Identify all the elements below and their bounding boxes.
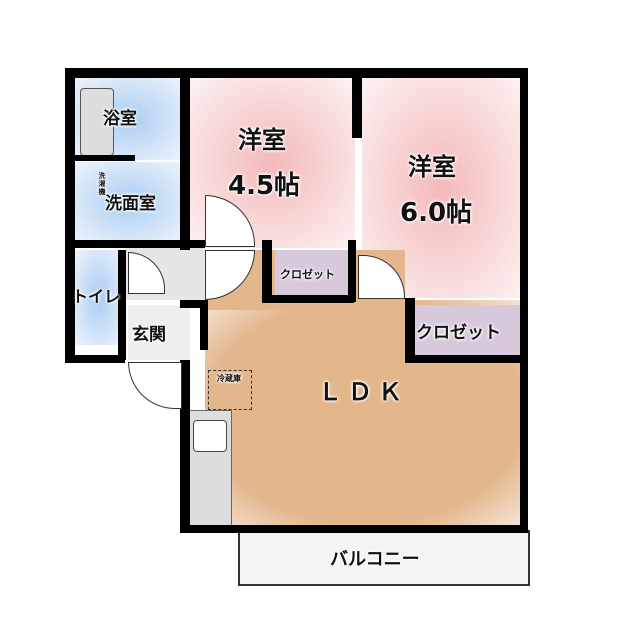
label-ldk: ＬＤＫ — [318, 378, 408, 406]
closet-2-area — [415, 305, 520, 355]
fridge-space — [208, 370, 252, 410]
sink — [193, 420, 227, 452]
label-bath: 浴室 — [103, 109, 137, 129]
label-western-2-name: 洋室 — [408, 153, 456, 181]
label-closet-1: クロゼット — [280, 268, 335, 281]
toilet-area — [75, 250, 123, 345]
label-western-1-size: 4.5帖 — [228, 171, 301, 201]
label-western-2-size: 6.0帖 — [400, 198, 473, 228]
label-entrance: 玄関 — [132, 325, 166, 345]
label-toilet: トイレ — [72, 287, 121, 306]
bathtub — [80, 88, 114, 156]
closet-1-area — [275, 250, 350, 295]
washroom-area — [75, 162, 183, 242]
entrance-door[interactable] — [128, 362, 182, 409]
label-washroom: 洗面室 — [105, 194, 156, 214]
label-closet-2: クロゼット — [416, 323, 501, 343]
entrance-area — [128, 305, 190, 360]
label-balcony: バルコニー — [330, 549, 420, 570]
label-fridge: 冷蔵庫 — [217, 374, 241, 383]
label-washer: 洗濯機 — [98, 172, 106, 196]
label-western-1-name: 洋室 — [238, 126, 286, 154]
